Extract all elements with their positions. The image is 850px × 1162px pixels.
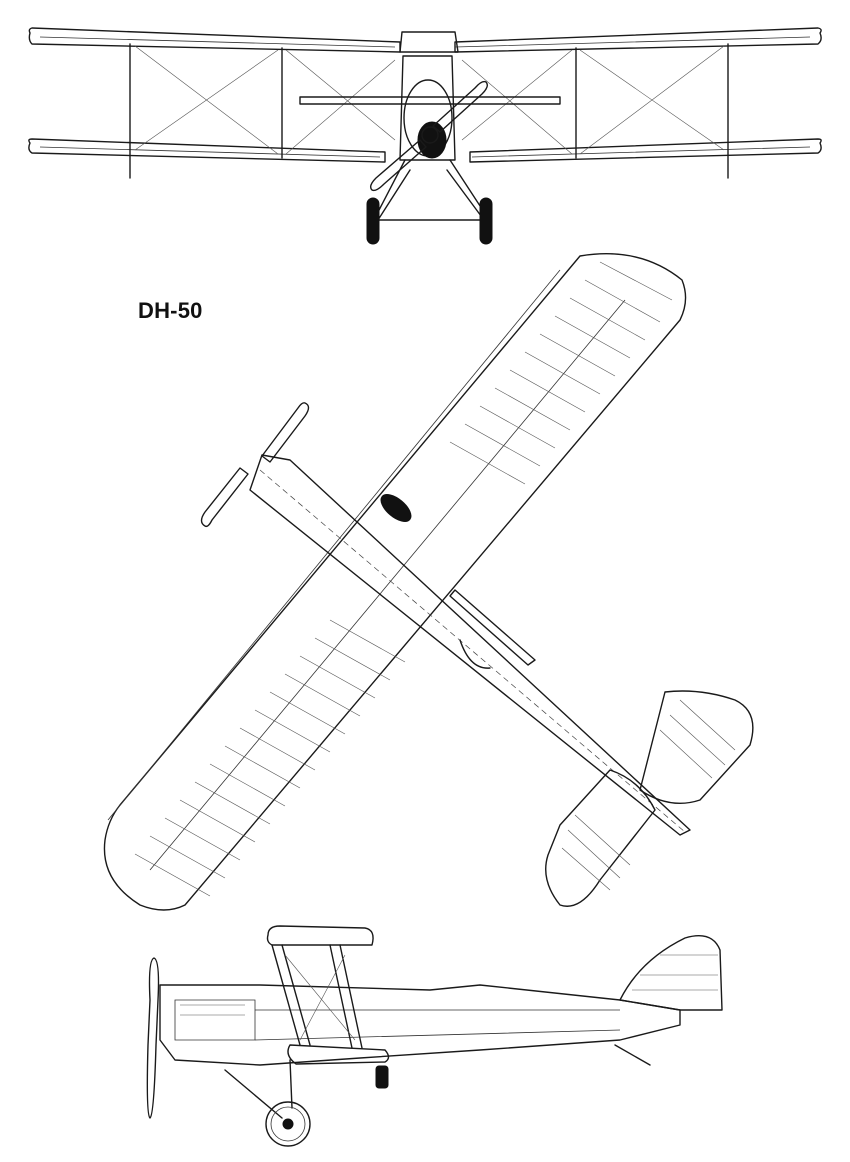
front-undercarriage xyxy=(366,159,493,245)
side-propeller xyxy=(146,957,160,1119)
front-propeller xyxy=(369,80,489,192)
side-view xyxy=(146,925,723,1147)
side-undercarriage xyxy=(224,1059,389,1147)
top-wing xyxy=(103,253,687,911)
side-fuselage xyxy=(159,984,681,1066)
top-fuselage xyxy=(249,454,691,836)
front-view xyxy=(28,27,822,245)
top-view xyxy=(103,253,754,911)
front-fuselage xyxy=(299,31,561,161)
side-upper-wing xyxy=(266,925,374,946)
front-lower-wing xyxy=(28,138,822,163)
aircraft-designation: DH-50 xyxy=(138,298,203,323)
front-struts xyxy=(129,43,729,179)
side-lower-wing xyxy=(287,1044,390,1065)
side-struts xyxy=(271,944,363,1049)
side-tail xyxy=(614,935,723,1066)
top-tailplane xyxy=(545,690,754,907)
top-propeller xyxy=(200,402,310,528)
